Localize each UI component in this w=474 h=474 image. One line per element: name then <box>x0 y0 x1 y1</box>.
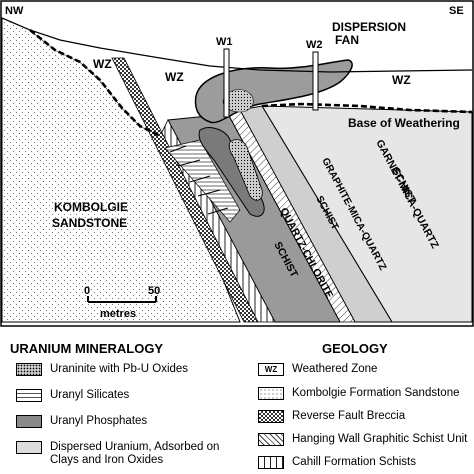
label-fan: FAN <box>335 33 359 47</box>
uranyl-phosphates-zone <box>198 127 265 217</box>
scale-bar: 0 50 metres <box>84 285 160 320</box>
label-wz-2: WZ <box>165 70 184 84</box>
label-sandstone: SANDSTONE <box>52 216 127 230</box>
label-wz-3: WZ <box>392 73 411 87</box>
legend-uraninite: Uraninite with Pb-U Oxides <box>16 363 188 379</box>
geology-title: GEOLOGY <box>322 341 388 356</box>
cahill-label: Cahill Formation Schists <box>292 456 416 468</box>
uranyl-silicates-zone <box>164 139 241 223</box>
kombolgie-label: Kombolgie Formation Sandstone <box>292 387 460 399</box>
mineralogy-title: URANIUM MINERALOGY <box>10 341 164 356</box>
legend-hanging-wall: Hanging Wall Graphitic Schist Unit <box>258 433 467 449</box>
uranyl-phosphates-label: Uranyl Phosphates <box>50 415 148 427</box>
fault-ticks <box>169 145 229 215</box>
compass-nw: NW <box>5 5 24 17</box>
label-wz-1: WZ <box>93 57 112 71</box>
legend: URANIUM MINERALOGY GEOLOGY Uraninite wit… <box>0 330 474 474</box>
compass-se: SE <box>449 5 464 17</box>
label-w2: W2 <box>306 39 323 51</box>
uraninite-label: Uraninite with Pb-U Oxides <box>50 363 189 375</box>
uranyl-silicates-label: Uranyl Silicates <box>50 389 130 401</box>
hanging-wall-swatch <box>258 433 284 446</box>
dispersed-uranium-swatch <box>16 441 42 454</box>
legend-cahill: Cahill Formation Schists <box>258 456 416 472</box>
weathered-zone-label: Weathered Zone <box>292 363 378 375</box>
breccia-swatch <box>258 410 284 423</box>
reverse-fault-breccia <box>111 57 259 323</box>
label-dispersion: DISPERSION <box>332 20 406 34</box>
uranyl-phosphates-swatch <box>16 415 42 428</box>
uraninite-swatch <box>16 363 42 376</box>
label-w1: W1 <box>216 36 233 48</box>
weathered-zone-swatch: WZ <box>258 363 284 376</box>
scale-zero: 0 <box>84 285 90 297</box>
breccia-label: Reverse Fault Breccia <box>292 410 406 422</box>
scale-unit: metres <box>100 308 136 320</box>
legend-uranyl-phosphates: Uranyl Phosphates <box>16 415 147 431</box>
label-base-of-weathering: Base of Weathering <box>348 116 460 130</box>
hanging-wall-label: Hanging Wall Graphitic Schist Unit <box>292 433 468 445</box>
uranyl-silicates-swatch <box>16 389 42 402</box>
legend-kombolgie: Kombolgie Formation Sandstone <box>258 387 460 403</box>
scale-max: 50 <box>148 285 160 297</box>
cahill-swatch <box>258 456 284 469</box>
base-of-weathering-line <box>29 28 473 138</box>
legend-weathered-zone: WZ Weathered Zone <box>258 363 377 379</box>
bore-hole-w2 <box>312 51 319 111</box>
dispersed-uranium-label: Dispersed Uranium, Adsorbed on Clays and… <box>50 441 220 466</box>
bore-hole-w1 <box>223 48 230 118</box>
kombolgie-swatch <box>258 387 284 400</box>
legend-breccia: Reverse Fault Breccia <box>258 410 405 426</box>
legend-dispersed-uranium: Dispersed Uranium, Adsorbed on Clays and… <box>16 441 236 469</box>
uraninite-zone <box>228 139 263 201</box>
cross-section-diagram: NW SE WZ WZ WZ W1 W2 DISPERSION FAN Base… <box>0 0 474 327</box>
legend-uranyl-silicates: Uranyl Silicates <box>16 389 129 405</box>
land-surface-line <box>1 17 473 73</box>
label-kombolgie: KOMBOLGIE <box>54 200 128 214</box>
